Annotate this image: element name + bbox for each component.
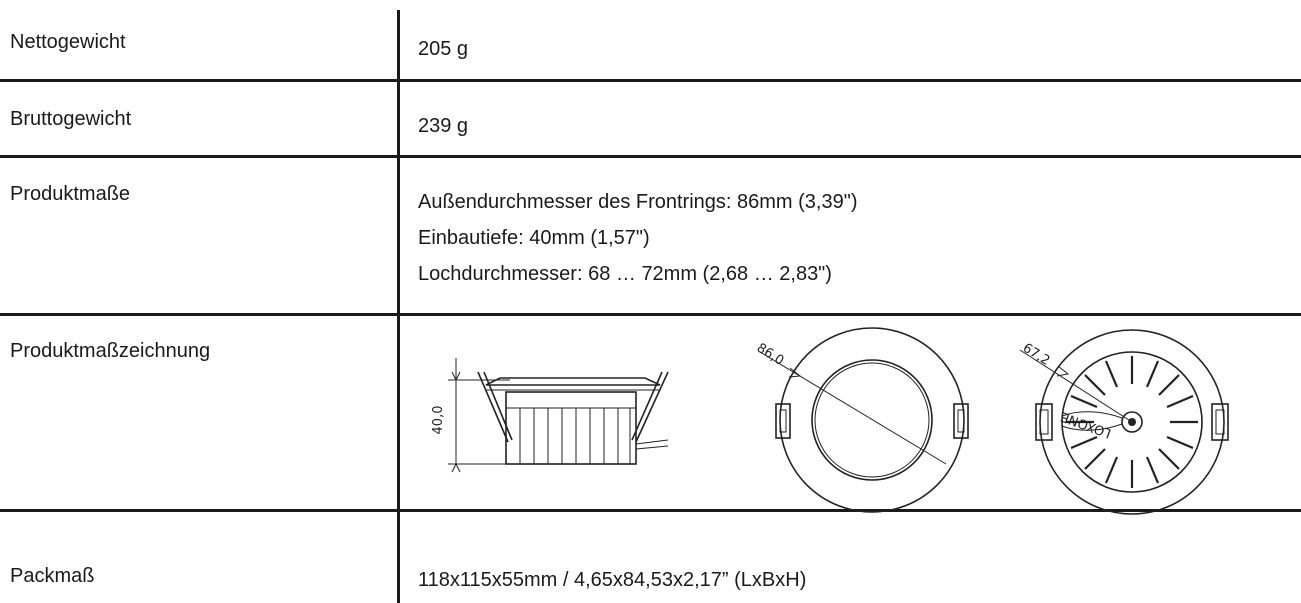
row-divider — [0, 509, 1301, 512]
label-package-size: Packmaß — [10, 565, 95, 587]
front-view-drawing: 86,0 — [754, 327, 969, 513]
row-divider — [0, 155, 1301, 158]
side-height-label: 40,0 — [431, 406, 446, 435]
side-view-drawing: 40,0 — [431, 358, 669, 473]
dimension-hole-diameter: Lochdurchmesser: 68 … 72mm (2,68 … 2,83"… — [418, 263, 832, 285]
label-dimension-drawing: Produktmaßzeichnung — [10, 340, 211, 362]
product-dimensions-list: Außendurchmesser des Frontrings: 86mm (3… — [418, 184, 858, 292]
label-net-weight: Nettogewicht — [10, 31, 126, 53]
rear-view-drawing: 67,2 LOXONE — [1019, 329, 1229, 515]
row-divider — [0, 79, 1301, 82]
column-divider — [397, 10, 400, 603]
value-gross-weight: 239 g — [418, 115, 469, 137]
label-product-dimensions: Produktmaße — [10, 183, 131, 205]
rear-diameter-label: 67,2 — [1020, 341, 1053, 369]
label-gross-weight: Bruttogewicht — [10, 108, 132, 130]
dimension-installation-depth: Einbautiefe: 40mm (1,57") — [418, 227, 650, 249]
dimension-outer-diameter: Außendurchmesser des Frontrings: 86mm (3… — [418, 191, 858, 213]
value-net-weight: 205 g — [418, 38, 469, 60]
row-divider — [0, 313, 1301, 316]
value-package-size: 118x115x55mm / 4,65x84,53x2,17” (LxBxH) — [418, 569, 807, 591]
